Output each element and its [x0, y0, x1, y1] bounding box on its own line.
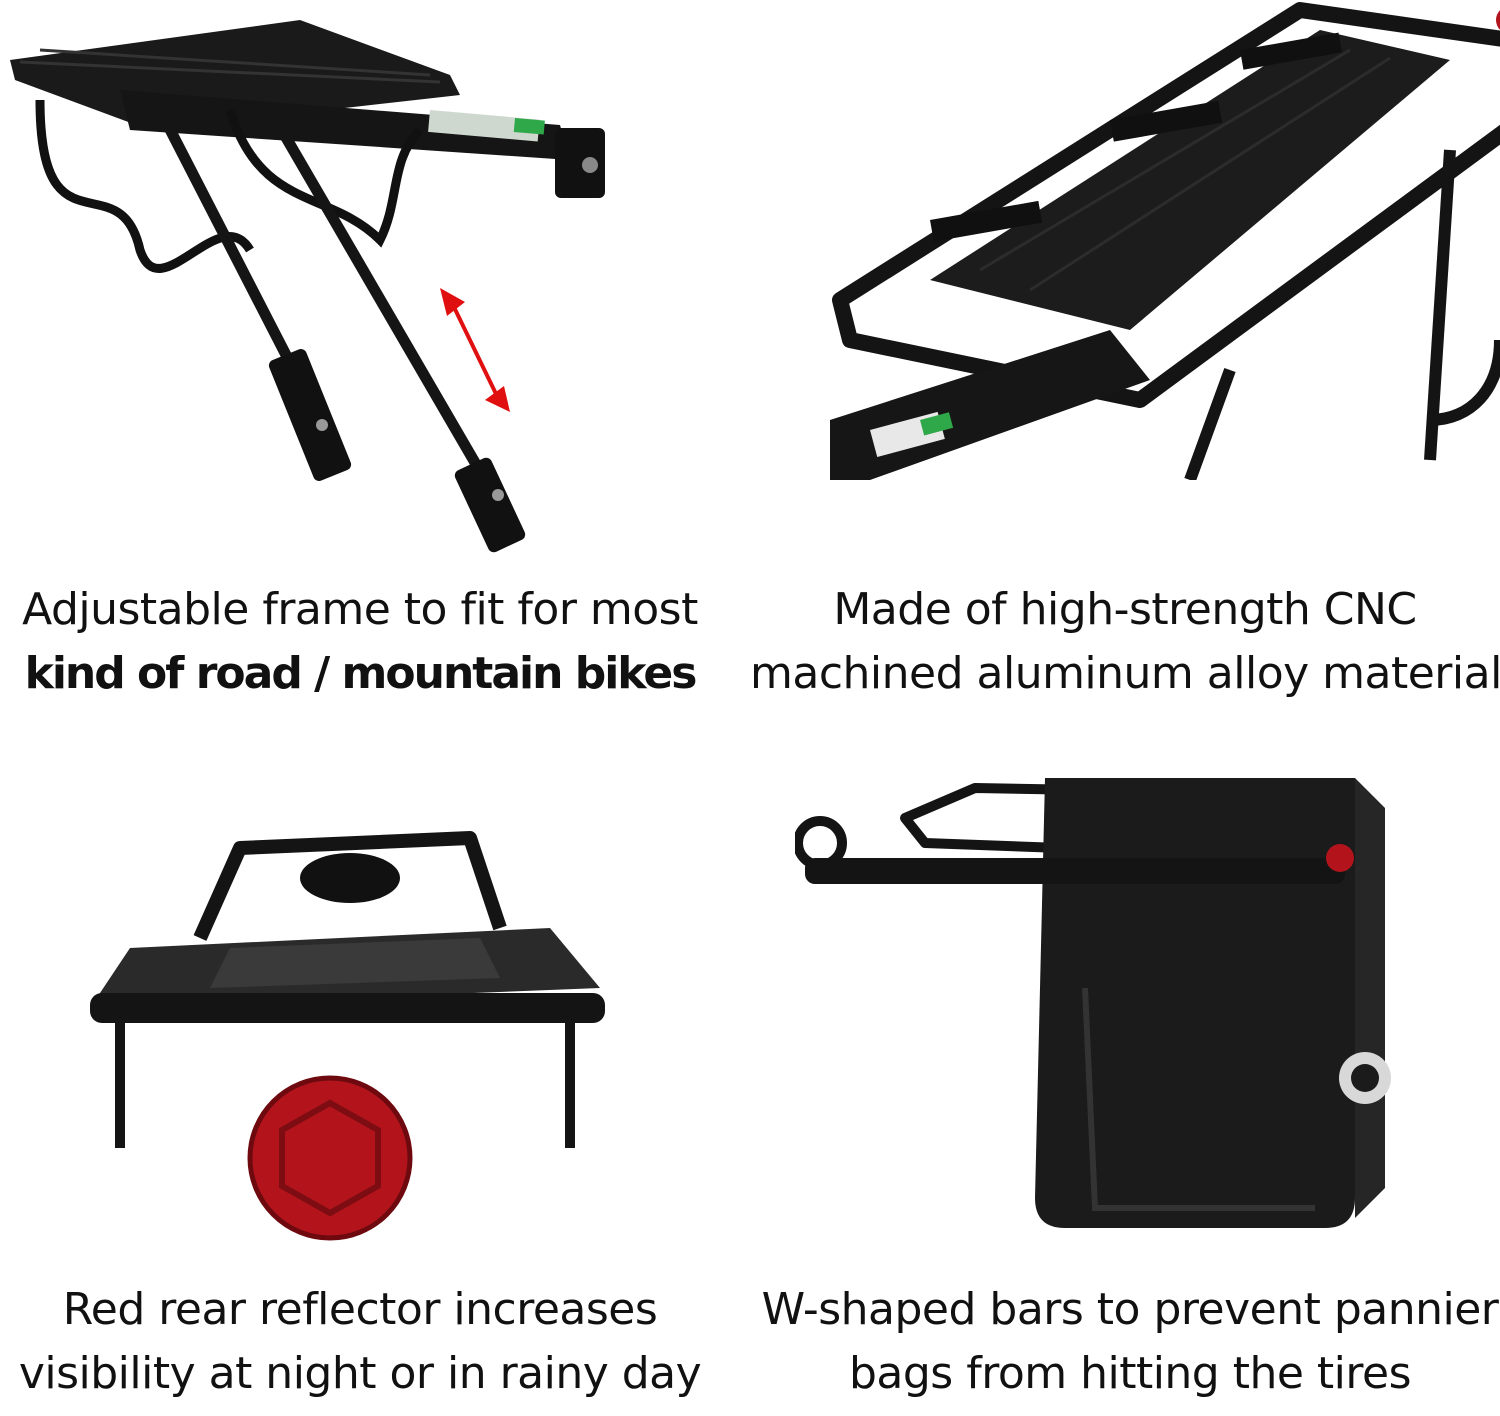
panel-cnc-material: Made of high-strength CNC machined alumi…	[750, 0, 1500, 708]
caption-line-1: Red rear reflector increases	[62, 1284, 658, 1335]
rack-side-view-image	[10, 20, 605, 553]
caption-line-1: Adjustable frame to fit for most	[22, 584, 698, 635]
caption-line-2: visibility at night or in rainy day	[18, 1348, 702, 1399]
caption-line-2: kind of road / mountain bikes	[24, 648, 698, 699]
caption-line-2: bags from hitting the tires	[848, 1348, 1412, 1399]
panel-adjustable-frame: Adjustable frame to fit for most kind of…	[0, 0, 750, 708]
rack-platform-closeup-image	[830, 2, 1500, 480]
caption-reflector: Red rear reflector increases visibility …	[0, 1278, 720, 1406]
panel-reflector: Red rear reflector increases visibility …	[0, 708, 750, 1416]
rack-with-pannier-image	[795, 778, 1391, 1228]
caption-line-1: W-shaped bars to prevent pannier	[761, 1284, 1499, 1335]
caption-line-1: Made of high-strength CNC	[833, 584, 1417, 635]
caption-line-2: machined aluminum alloy material	[750, 648, 1500, 699]
rack-rear-reflector-image	[90, 831, 605, 1241]
caption-cnc-material: Made of high-strength CNC machined alumi…	[750, 578, 1500, 706]
panel-w-shaped-bars: W-shaped bars to prevent pannier bags fr…	[750, 708, 1500, 1416]
caption-w-shaped-bars: W-shaped bars to prevent pannier bags fr…	[760, 1278, 1500, 1406]
caption-adjustable-frame: Adjustable frame to fit for most kind of…	[10, 578, 710, 706]
